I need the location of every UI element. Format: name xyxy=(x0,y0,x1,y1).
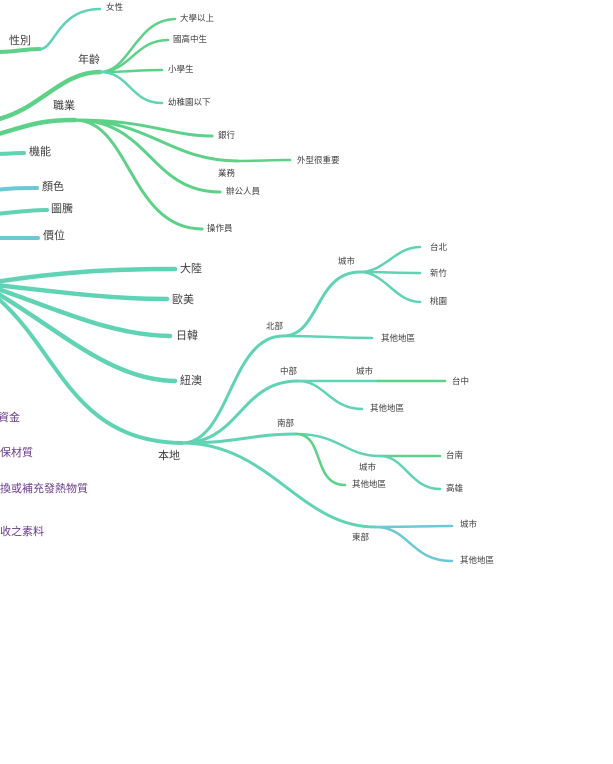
node-north: 北部 xyxy=(266,321,284,332)
node-taichung: 台中 xyxy=(452,376,469,387)
node-nz-au: 紐澳 xyxy=(180,374,202,387)
branch-central-other xyxy=(296,379,364,411)
branch-operator xyxy=(73,118,204,231)
branch-local xyxy=(0,297,184,445)
node-female: 女性 xyxy=(106,2,124,13)
node-south-other: 其他地區 xyxy=(352,479,386,490)
branch-nz-au xyxy=(0,292,178,384)
branch-university xyxy=(98,17,177,74)
branch-taipei xyxy=(358,245,422,274)
branch-function xyxy=(0,151,26,156)
node-occupation: 職業 xyxy=(53,99,75,112)
node-south: 南部 xyxy=(277,418,295,429)
node-north-city: 城市 xyxy=(338,256,356,267)
node-central-other: 其他地區 xyxy=(370,403,404,414)
branch-kindergarten xyxy=(98,70,164,105)
node-kaohsiung: 高雄 xyxy=(446,483,464,494)
node-junior-senior: 國高中生 xyxy=(173,34,208,45)
branch-north-other xyxy=(281,334,374,340)
branch-east-city xyxy=(373,524,454,529)
node-jp-kr: 日韓 xyxy=(176,329,198,342)
node-university: 大學以上 xyxy=(180,13,215,24)
branch-appearance xyxy=(236,158,292,163)
branch-east-other xyxy=(373,525,454,563)
branch-gender xyxy=(0,47,42,54)
node-euro-us: 歐美 xyxy=(172,292,194,306)
node-price: 價位 xyxy=(43,228,65,242)
node-bank: 銀行 xyxy=(218,130,236,141)
node-elementary: 小學生 xyxy=(168,64,194,75)
node-age: 年齡 xyxy=(78,52,100,66)
node-kindergarten: 幼稚園以下 xyxy=(168,97,211,108)
branch-sales xyxy=(73,118,240,163)
branch-east xyxy=(180,441,377,529)
node-gender: 性別 xyxy=(9,33,31,47)
branch-south-city xyxy=(294,432,382,458)
node-local: 本地 xyxy=(158,448,180,462)
branch-color xyxy=(0,186,39,192)
cut-label-absorb: 收之素料 xyxy=(0,524,44,538)
node-china: 大陸 xyxy=(180,261,202,275)
branch-female xyxy=(38,7,102,51)
node-pattern: 圖騰 xyxy=(51,201,73,215)
node-east: 東部 xyxy=(352,532,370,543)
branch-north-city xyxy=(281,270,362,338)
cut-label-material: 保材質 xyxy=(0,445,33,459)
node-central-city: 城市 xyxy=(356,366,374,377)
node-appearance: 外型很重要 xyxy=(297,155,340,166)
node-east-other: 其他地區 xyxy=(460,555,494,566)
branch-taoyuan xyxy=(358,270,422,304)
node-hsinchu: 新竹 xyxy=(430,268,448,279)
node-office: 辦公人員 xyxy=(226,186,261,197)
branch-jp-kr xyxy=(0,287,173,339)
node-operator: 操作員 xyxy=(207,223,233,234)
node-north-other: 其他地區 xyxy=(381,333,415,344)
branch-age xyxy=(0,69,103,121)
branch-central xyxy=(180,379,300,445)
branch-south-other xyxy=(294,432,347,487)
node-east-city: 城市 xyxy=(460,519,478,530)
node-south-city: 城市 xyxy=(359,462,377,473)
node-color: 顏色 xyxy=(42,179,64,193)
branch-euro-us xyxy=(0,283,170,302)
mind-map-branches xyxy=(0,7,454,563)
node-function: 機能 xyxy=(29,144,51,158)
branch-occupation xyxy=(0,117,78,136)
branch-office xyxy=(73,118,222,194)
node-tainan: 台南 xyxy=(446,450,463,461)
cut-label-heat: 換或補充發熱物質 xyxy=(0,481,88,495)
branch-north xyxy=(180,334,285,445)
branch-china xyxy=(0,266,178,284)
branch-kaohsiung xyxy=(378,454,442,491)
node-taoyuan: 桃園 xyxy=(430,296,447,307)
cut-label-fund: 資金 xyxy=(0,410,20,424)
branch-pattern xyxy=(0,208,49,216)
node-sales: 業務 xyxy=(218,168,236,179)
node-taipei: 台北 xyxy=(430,242,448,253)
node-central: 中部 xyxy=(280,366,298,377)
